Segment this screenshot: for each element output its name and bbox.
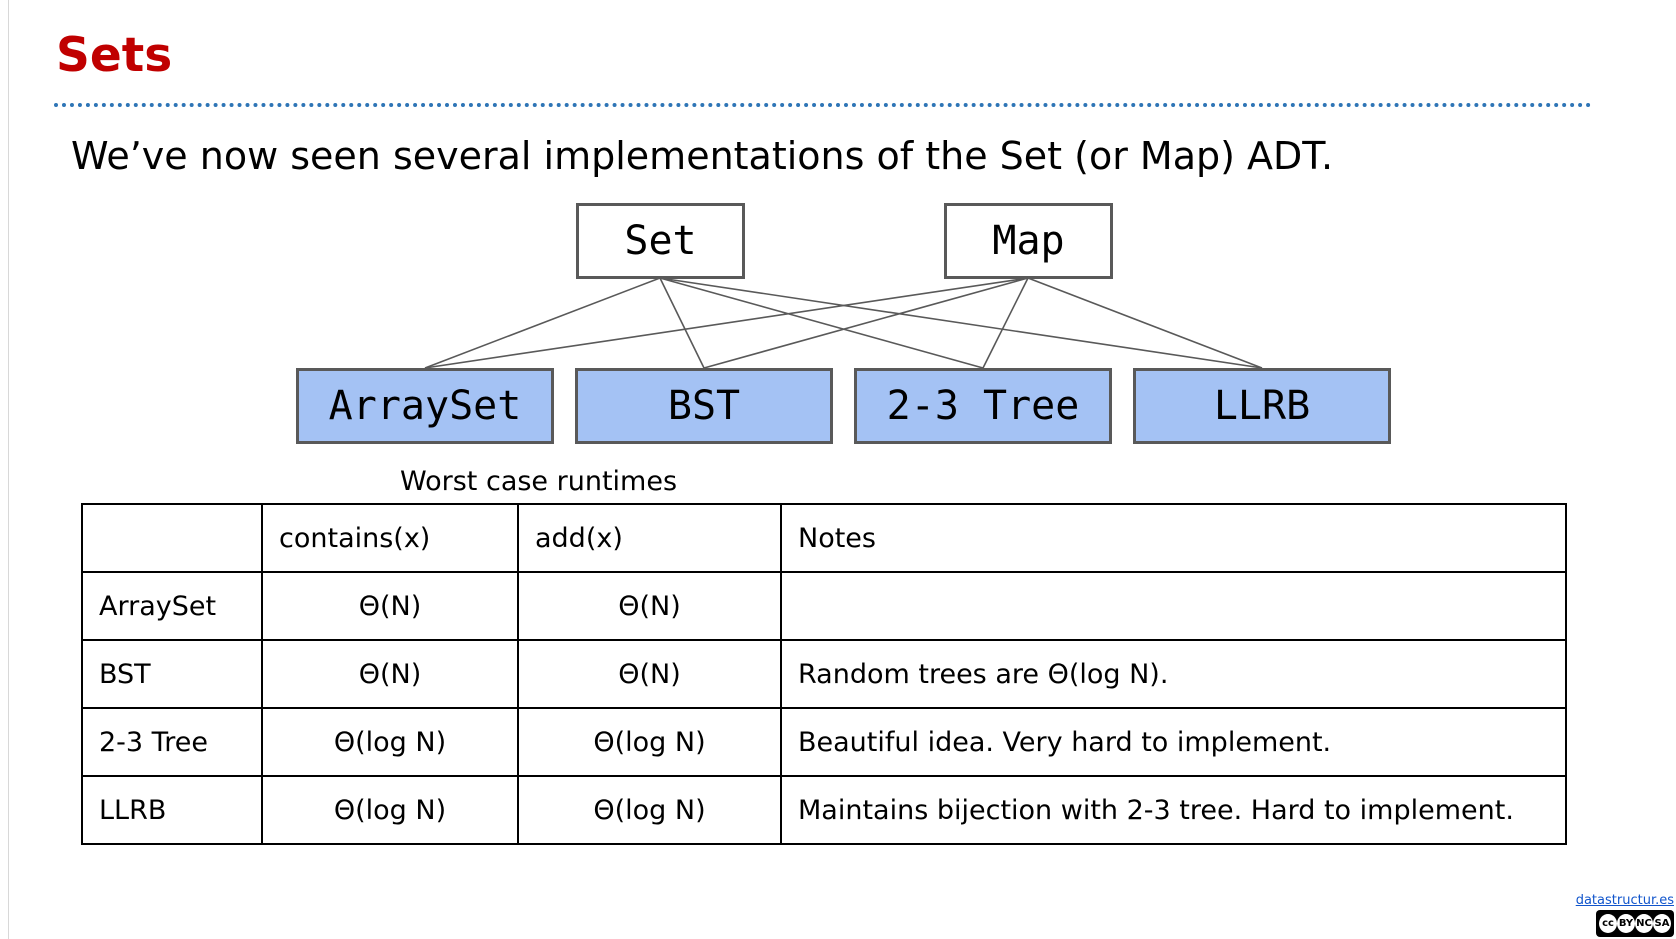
contains-runtime: Θ(N) (261, 571, 519, 641)
runtime-table: contains(x) add(x) Notes ArraySet Θ(N) Θ… (81, 503, 1567, 845)
row-name: ArraySet (81, 571, 263, 641)
edge-set-llrb (659, 277, 1263, 369)
add-runtime: Θ(N) (517, 571, 782, 641)
header-add: add(x) (517, 503, 782, 573)
add-runtime: Θ(N) (517, 639, 782, 709)
row-name: 2-3 Tree (81, 707, 263, 777)
contains-runtime: Θ(log N) (261, 775, 519, 845)
row-notes (780, 571, 1567, 641)
contains-runtime: Θ(log N) (261, 707, 519, 777)
slide-edge (8, 0, 9, 939)
row-name: BST (81, 639, 263, 709)
row-notes: Maintains bijection with 2-3 tree. Hard … (780, 775, 1567, 845)
edge-set-tree23 (659, 277, 984, 369)
add-runtime: Θ(log N) (517, 707, 782, 777)
table-row: 2-3 Tree Θ(log N) Θ(log N) Beautiful ide… (81, 707, 1567, 777)
bst-node: BST (575, 368, 833, 444)
header-notes: Notes (780, 503, 1567, 573)
tree23-node: 2-3 Tree (854, 368, 1112, 444)
row-notes: Beautiful idea. Very hard to implement. (780, 707, 1567, 777)
edge-set-bst (659, 277, 705, 369)
header-contains: contains(x) (261, 503, 519, 573)
header-cell-empty (81, 503, 263, 573)
contains-runtime: Θ(N) (261, 639, 519, 709)
table-row: LLRB Θ(log N) Θ(log N) Maintains bijecti… (81, 775, 1567, 845)
slide-subtitle: We’ve now seen several implementations o… (71, 134, 1334, 178)
cc-by-nc-sa-icon: cc BY NC SA (1596, 910, 1674, 937)
edge-map-arrayset (424, 277, 1029, 369)
table-row: BST Θ(N) Θ(N) Random trees are Θ(log N). (81, 639, 1567, 709)
arrayset-node: ArraySet (296, 368, 554, 444)
title-divider (54, 103, 1592, 107)
table-row: ArraySet Θ(N) Θ(N) (81, 571, 1567, 641)
table-header-row: contains(x) add(x) Notes (81, 503, 1567, 573)
datastructures-link[interactable]: datastructur.es (1575, 893, 1674, 908)
map-node: Map (944, 203, 1113, 279)
nc-icon: NC (1635, 914, 1653, 933)
add-runtime: Θ(log N) (517, 775, 782, 845)
edge-map-tree23 (982, 277, 1029, 369)
edge-set-arrayset (424, 277, 661, 369)
row-notes: Random trees are Θ(log N). (780, 639, 1567, 709)
set-node: Set (576, 203, 745, 279)
llrb-node: LLRB (1133, 368, 1391, 444)
sa-icon: SA (1653, 914, 1671, 933)
cc-icon: cc (1599, 914, 1617, 933)
edge-map-llrb (1027, 277, 1263, 369)
row-name: LLRB (81, 775, 263, 845)
table-caption: Worst case runtimes (400, 466, 678, 497)
slide-title: Sets (56, 28, 173, 83)
by-icon: BY (1617, 914, 1635, 933)
edge-map-bst (703, 277, 1029, 369)
